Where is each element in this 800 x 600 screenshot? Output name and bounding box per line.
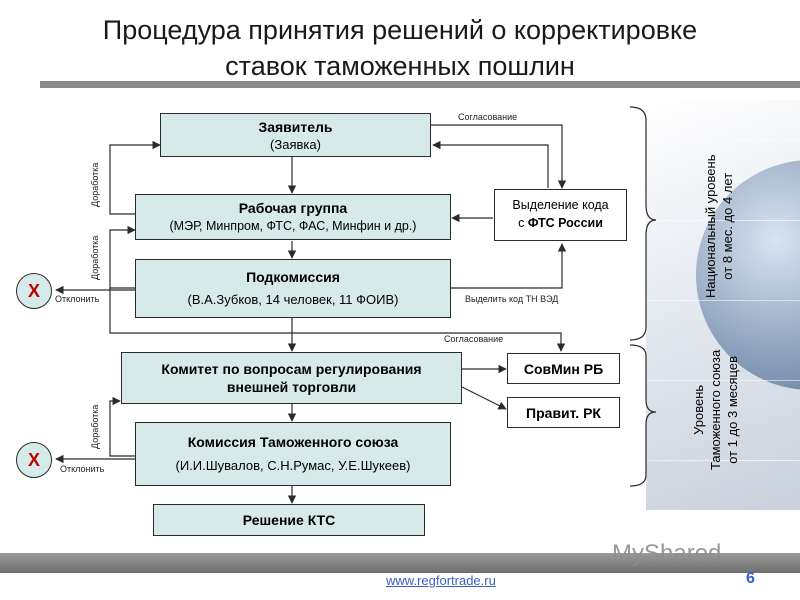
pravit-box: Правит. РК	[507, 397, 620, 428]
arrow-approval-to-committee	[109, 288, 566, 352]
arrow-applicant-to-code	[431, 124, 567, 189]
label-reject: Отклонить	[60, 464, 105, 474]
national-level-label: Национальный уровень от 8 мес. до 4 лет	[702, 155, 736, 298]
arrow-refine-to-committee	[109, 396, 137, 457]
decor-stripe	[646, 460, 800, 461]
sovmin-box: СовМин РБ	[507, 353, 620, 384]
applicant-subtitle: (Заявка)	[270, 137, 321, 152]
watermark: MyShared	[612, 540, 722, 567]
reject-mark: Х	[16, 442, 52, 478]
code-allocation-bold: ФТС России	[527, 216, 603, 230]
code-allocation-box: Выделение кода с ФТС России	[494, 189, 627, 241]
code-allocation-line-2: с ФТС России	[495, 214, 626, 232]
label-approval: Согласование	[458, 112, 518, 122]
footer-link[interactable]: www.regfortrade.ru	[386, 573, 496, 588]
decision-label: Решение КТС	[242, 512, 336, 528]
label-allocate-code: Выделить код ТН ВЭД	[465, 294, 559, 304]
committee-line-1: Комитет по вопросам регулирования	[161, 361, 422, 377]
national-level-line-1: Национальный уровень	[703, 154, 718, 298]
title-band	[40, 81, 800, 88]
label-approval: Согласование	[444, 334, 504, 344]
page-title: Процедура принятия решений о корректиров…	[30, 12, 770, 84]
globe-decoration	[646, 100, 800, 510]
applicant-title: Заявитель	[258, 119, 333, 135]
reject-mark: Х	[16, 273, 52, 309]
code-allocation-prefix: с	[518, 216, 528, 230]
working-group-title: Рабочая группа	[238, 200, 348, 216]
code-allocation-line-1: Выделение кода	[512, 198, 609, 212]
decision-box: Решение КТС	[153, 504, 425, 536]
title-line-1: Процедура принятия решений о корректиров…	[102, 15, 698, 45]
label-reject: Отклонить	[55, 294, 100, 304]
arrow-refine-to-working-group	[109, 225, 137, 289]
arrow-refine-to-applicant	[109, 140, 161, 215]
arrow-subcommission-to-code	[451, 243, 567, 289]
working-group-box: Рабочая группа (МЭР, Минпром, ФТС, ФАС, …	[135, 194, 451, 240]
subcommission-box: Подкомиссия (В.А.Зубков, 14 человек, 11 …	[135, 259, 451, 318]
committee-line-2: внешней торговли	[226, 379, 357, 395]
brace-national	[629, 106, 657, 341]
union-level-line-3: от 1 до 3 месяцев	[725, 356, 740, 464]
arrow-code-to-applicant	[432, 140, 549, 188]
union-level-label: Уровень Таможенного союза от 1 до 3 меся…	[690, 350, 741, 470]
decor-stripe	[646, 140, 800, 141]
subcommission-title: Подкомиссия	[246, 269, 340, 285]
subcommission-subtitle: (В.А.Зубков, 14 человек, 11 ФОИВ)	[187, 292, 399, 307]
union-level-line-1: Уровень	[691, 384, 706, 435]
sovmin-label: СовМин РБ	[523, 361, 604, 377]
decor-stripe	[646, 220, 800, 221]
commission-box: Комиссия Таможенного союза (И.И.Шувалов,…	[135, 422, 451, 486]
brace-union	[629, 344, 657, 487]
footer-band	[0, 553, 800, 573]
national-level-line-2: от 8 мес. до 4 лет	[720, 172, 735, 280]
commission-subtitle: (И.И.Шувалов, С.Н.Румас, У.Е.Шукеев)	[175, 458, 411, 473]
committee-box: Комитет по вопросам регулирования внешне…	[121, 352, 462, 404]
decor-stripe	[646, 300, 800, 301]
title-line-2: ставок таможенных пошлин	[225, 51, 575, 81]
commission-title: Комиссия Таможенного союза	[187, 434, 399, 450]
decor-stripe	[646, 380, 800, 381]
label-refine: Доработка	[90, 404, 100, 449]
label-refine: Доработка	[90, 162, 100, 207]
decor-digits: 003	[570, 324, 584, 333]
applicant-box: Заявитель (Заявка)	[160, 113, 431, 157]
working-group-subtitle: (МЭР, Минпром, ФТС, ФАС, Минфин и др.)	[169, 219, 417, 233]
page-number: 6	[746, 570, 755, 587]
arrow-committee-to-pravit	[461, 386, 507, 410]
pravit-label: Правит. РК	[526, 405, 601, 421]
label-refine: Доработка	[90, 235, 100, 280]
union-level-line-2: Таможенного союза	[708, 349, 723, 470]
